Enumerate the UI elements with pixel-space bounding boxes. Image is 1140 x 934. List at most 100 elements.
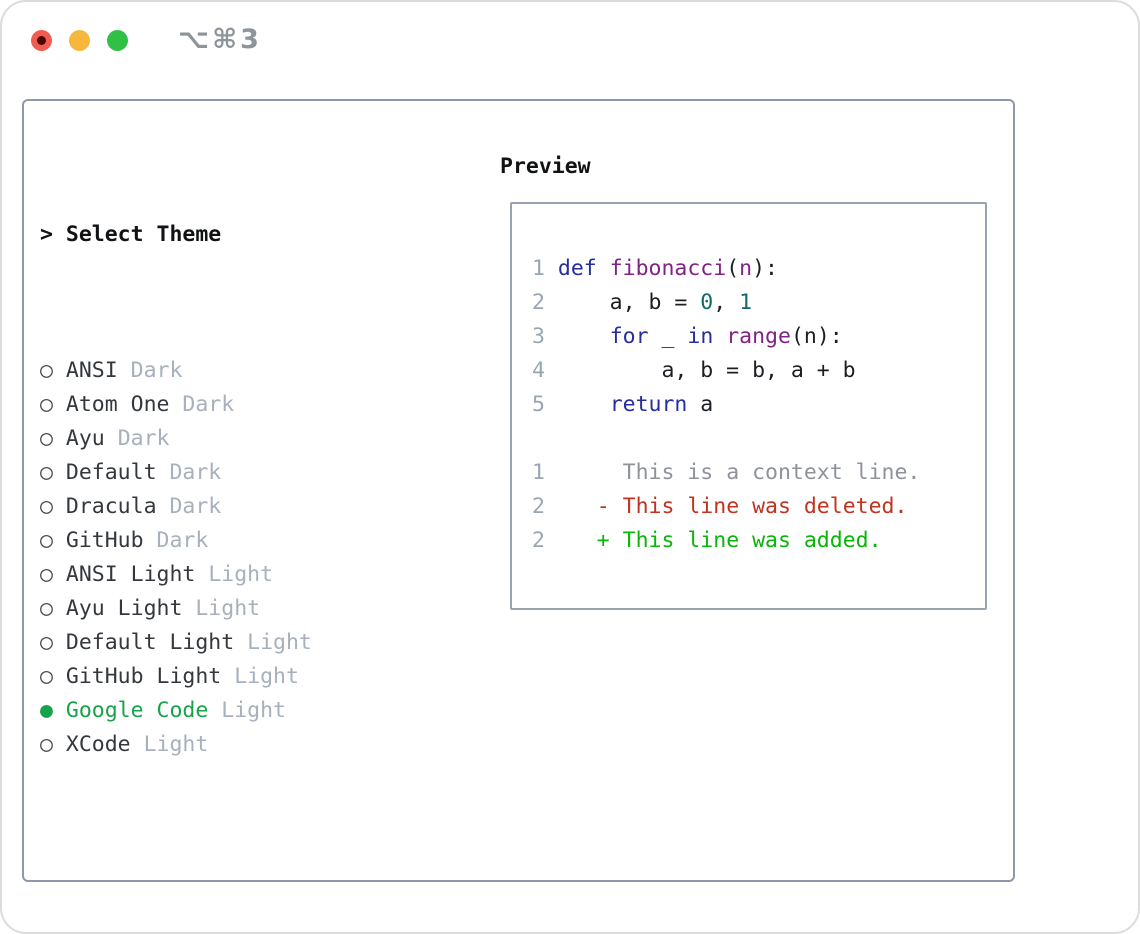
theme-name: GitHub: [65, 528, 144, 553]
select-theme-header: > Select Theme: [40, 218, 486, 252]
theme-option-ayu-light[interactable]: ○ Ayu Light Light: [40, 592, 486, 626]
theme-name: GitHub Light: [65, 664, 222, 689]
theme-option-github-light[interactable]: ○ GitHub Light Light: [40, 660, 486, 694]
code-line: 3 for _ in range(n):: [532, 320, 985, 354]
code-line: 1 def fibonacci(n):: [532, 252, 985, 286]
theme-picker-panel: > Select Theme ○ ANSI Dark○ Atom One Dar…: [22, 99, 1015, 882]
token-plain: [558, 324, 610, 349]
theme-option-atom-one[interactable]: ○ Atom One Dark: [40, 388, 486, 422]
line-number: 1: [532, 460, 545, 485]
token-keyword: def: [557, 256, 597, 281]
radio-icon: ○: [40, 494, 53, 519]
radio-icon: ○: [40, 596, 53, 621]
theme-name: Default: [65, 460, 157, 485]
preview-title: Preview: [500, 154, 591, 179]
line-number: 1: [532, 256, 545, 281]
line-number: 3: [532, 324, 545, 349]
diff-text: This line was deleted.: [622, 494, 908, 519]
code-line: 2 a, b = 0, 1: [532, 286, 985, 320]
minus-icon: -: [596, 494, 610, 519]
cursor-icon: >: [40, 222, 53, 247]
radio-icon: ○: [40, 664, 53, 689]
spacer: [40, 864, 486, 898]
theme-name: Default Light: [65, 630, 235, 655]
context-space: [597, 460, 610, 485]
line-number: 4: [532, 358, 545, 383]
theme-variant-badge: Dark: [182, 392, 235, 417]
code-line: 5 return a: [532, 388, 985, 422]
line-number: 5: [532, 392, 545, 417]
minimize-button[interactable]: [69, 29, 90, 51]
radio-icon: ○: [40, 426, 53, 451]
left-column: > Select Theme ○ ANSI Dark○ Atom One Dar…: [40, 150, 486, 932]
token-plain: a, b = b, a + b: [557, 358, 856, 383]
theme-name: Ayu Light: [65, 596, 183, 621]
close-dot-icon: [37, 35, 46, 45]
theme-name: XCode: [65, 732, 131, 757]
theme-name: Dracula: [65, 494, 157, 519]
diff-text: This is a context line.: [622, 460, 921, 485]
theme-option-xcode[interactable]: ○ XCode Light: [40, 728, 486, 762]
theme-option-dracula[interactable]: ○ Dracula Dark: [40, 490, 486, 524]
diff-line-added: 2 + This line was added.: [532, 524, 985, 558]
diff-text: This line was added.: [622, 528, 882, 553]
token-plain: (: [726, 256, 740, 281]
select-theme-header-label: Select Theme: [65, 222, 222, 247]
line-number: 2: [532, 290, 545, 315]
token-plain: ):: [752, 256, 778, 281]
theme-option-google-code[interactable]: ● Google Code Light: [40, 694, 486, 728]
token-plain: _: [648, 324, 688, 349]
titlebar: ⌥⌘3: [2, 2, 1138, 78]
code-line: 4 a, b = b, a + b: [532, 354, 985, 388]
close-button[interactable]: [31, 29, 52, 51]
theme-name: Ayu: [65, 426, 105, 451]
line-number: 2: [532, 494, 545, 519]
token-function: range: [726, 324, 791, 349]
radio-icon: ○: [40, 358, 53, 383]
theme-option-ayu[interactable]: ○ Ayu Dark: [40, 422, 486, 456]
token-keyword: in: [687, 324, 714, 349]
theme-name: Google Code: [65, 698, 209, 723]
token-plain: a: [687, 392, 714, 417]
radio-icon: ○: [40, 528, 53, 553]
diff-line-context: 1 This is a context line.: [532, 456, 985, 490]
theme-variant-badge: Light: [234, 664, 299, 689]
token-keyword: return: [609, 392, 688, 417]
token-keyword: for: [609, 324, 649, 349]
theme-option-default[interactable]: ○ Default Dark: [40, 456, 486, 490]
theme-variant-badge: Light: [247, 630, 312, 655]
theme-variant-badge: Dark: [169, 460, 222, 485]
theme-variant-badge: Light: [143, 732, 209, 757]
theme-option-github[interactable]: ○ GitHub Dark: [40, 524, 486, 558]
theme-variant-badge: Dark: [117, 426, 170, 451]
token-params: n: [739, 256, 753, 281]
theme-name: Atom One: [65, 392, 170, 417]
token-plain: a, b =: [557, 290, 701, 315]
theme-variant-badge: Dark: [169, 494, 222, 519]
theme-variant-badge: Dark: [130, 358, 183, 383]
plus-icon: +: [596, 528, 610, 553]
theme-option-default-light[interactable]: ○ Default Light Light: [40, 626, 486, 660]
theme-option-ansi-light[interactable]: ○ ANSI Light Light: [40, 558, 486, 592]
zoom-button[interactable]: [107, 29, 128, 51]
token-number: 1: [739, 290, 753, 315]
theme-variant-badge: Light: [195, 596, 261, 621]
theme-variant-badge: Light: [208, 562, 274, 587]
radio-selected-icon: ●: [40, 698, 53, 723]
theme-variant-badge: Dark: [156, 528, 209, 553]
radio-icon: ○: [40, 732, 53, 757]
diff-line-deleted: 2 - This line was deleted.: [532, 490, 985, 524]
radio-icon: ○: [40, 392, 53, 417]
token-plain: (n):: [790, 324, 843, 349]
radio-icon: ○: [40, 630, 53, 655]
blank-line: [532, 422, 985, 456]
token-plain: [558, 392, 610, 417]
theme-option-ansi[interactable]: ○ ANSI Dark: [40, 354, 486, 388]
theme-name: ANSI Light: [65, 562, 196, 587]
theme-list: ○ ANSI Dark○ Atom One Dark○ Ayu Dark○ De…: [40, 354, 486, 762]
token-plain: [597, 256, 610, 281]
theme-name: ANSI: [65, 358, 118, 383]
token-number: 0: [700, 290, 714, 315]
